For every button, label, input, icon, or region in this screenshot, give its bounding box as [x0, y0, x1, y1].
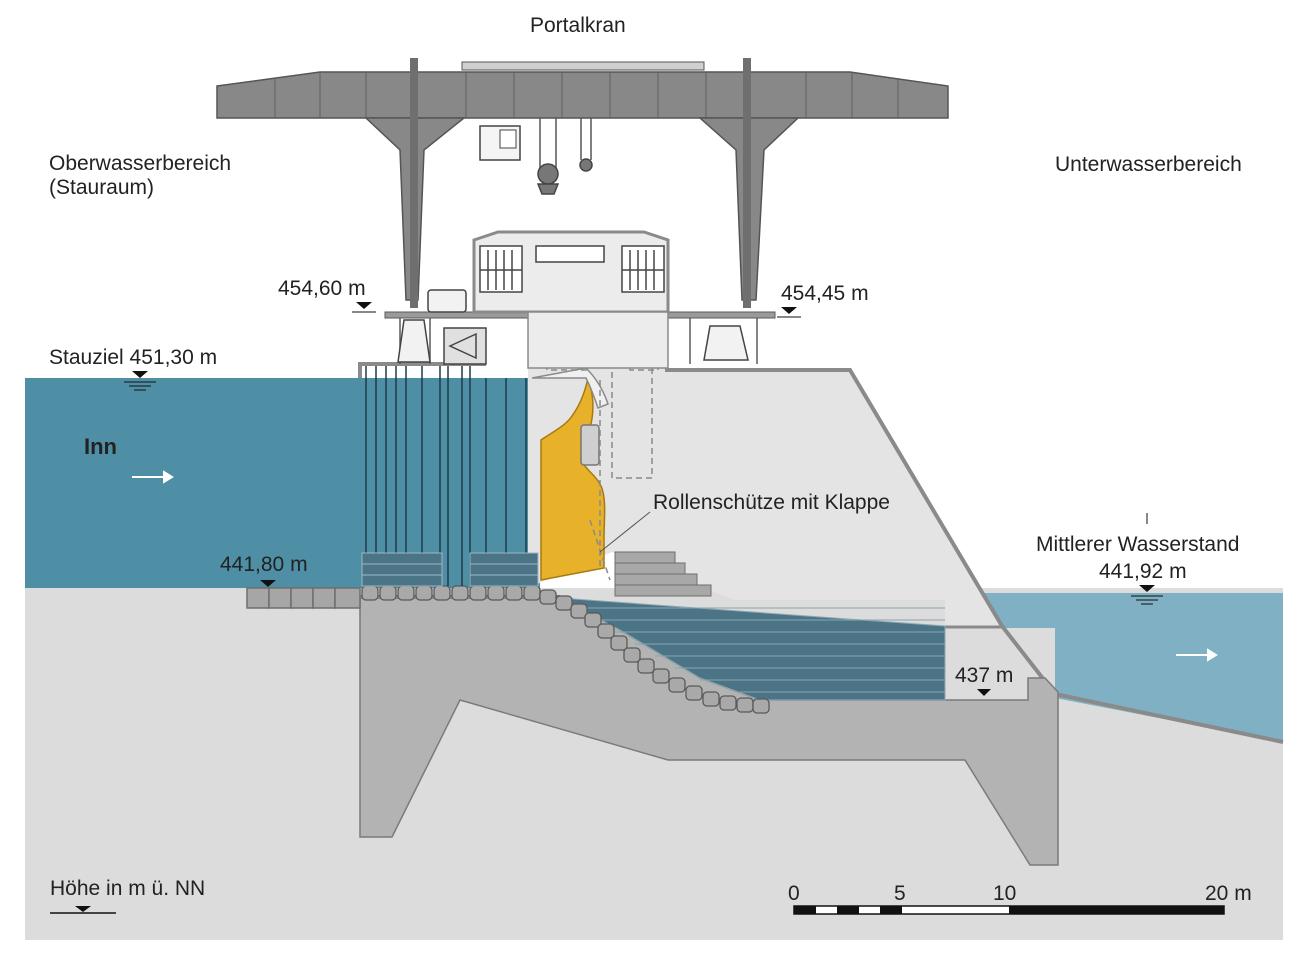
downstream-steps: [614, 551, 712, 597]
crane-foot-left: [397, 319, 431, 363]
hoist-gear: [448, 332, 477, 360]
height-unit-legend: Höhe in m ü. NN: [50, 877, 206, 900]
scale-tick-10: 10: [993, 882, 1017, 905]
stilling-basin-mortar: [575, 607, 945, 693]
crane-cabin-panel: [499, 129, 517, 149]
hoist-ropes: [539, 118, 592, 168]
gate-house-outline: [358, 362, 486, 378]
main-hook-block: [537, 163, 559, 185]
gate-roller: [580, 424, 600, 466]
gate-house-windows: [479, 245, 665, 293]
sill-elevation: 441,80 m: [220, 553, 308, 576]
elevation-markers: [132, 302, 1155, 696]
crane-column-left: [410, 58, 418, 308]
scale-tick-5: 5: [894, 882, 906, 905]
upstream-water: [25, 378, 360, 588]
elevation-marker-lines: [124, 311, 1163, 605]
crane-column-right: [743, 58, 751, 308]
gate-sill-mortar: [362, 563, 538, 576]
river-name-label: Inn: [84, 434, 117, 459]
upstream-area-line2: (Stauraum): [49, 176, 155, 200]
gate-leader-line: [599, 511, 651, 553]
downstream-water: [735, 593, 1283, 742]
gate-flap: [531, 367, 609, 409]
diagram-title: Portalkran: [530, 14, 626, 37]
motor-left: [427, 289, 467, 313]
basin-floor-elevation: 437 m: [955, 664, 1014, 687]
main-hook: [536, 183, 560, 195]
crane-beam-segments: [274, 72, 899, 118]
gate-guide-bars: [365, 366, 527, 586]
upstream-sill-blocks: [246, 587, 361, 609]
gate-label: Rollenschütze mit Klappe: [653, 491, 890, 514]
mean-water-level-title: Mittlerer Wasserstand: [1036, 533, 1240, 556]
gate-sill-blocks: [361, 552, 539, 587]
mean-water-level-value: 441,92 m: [1099, 560, 1187, 583]
riprap-stones: [361, 585, 770, 714]
gate-house-lower: [527, 311, 669, 369]
flow-arrows: [132, 470, 1218, 662]
scale-tick-20: 20 m: [1205, 882, 1252, 905]
crane-beam: [216, 71, 949, 119]
scale-tick-0: 0: [788, 882, 800, 905]
crane-rail-right-elevation: 454,45 m: [781, 282, 869, 305]
crane-trolley-rail: [461, 61, 705, 71]
legend-marker: [75, 906, 91, 912]
downstream-area-label: Unterwasserbereich: [1055, 153, 1242, 176]
upstream-area-line1: Oberwasserbereich: [49, 152, 232, 175]
stauziel-label: Stauziel 451,30 m: [49, 346, 218, 369]
crane-rail-left-elevation: 454,60 m: [278, 277, 366, 300]
motor-right: [703, 325, 749, 361]
auxiliary-hook: [579, 158, 593, 172]
upstream-area-label: Oberwasserbereich (Stauraum): [49, 152, 231, 200]
scale-bar: [793, 905, 1225, 915]
